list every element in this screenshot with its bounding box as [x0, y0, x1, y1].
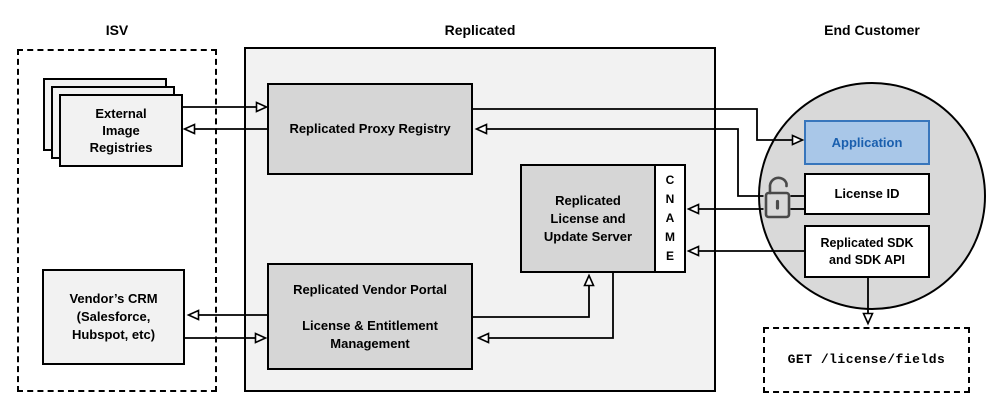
replicated-sdk-node: Replicated SDK and SDK API: [804, 225, 930, 278]
replicated-section-label: Replicated: [444, 22, 516, 38]
application-node: Application: [804, 120, 930, 165]
external-registries-node: External Image Registries: [59, 94, 183, 167]
vendor-portal-node: Replicated Vendor Portal License & Entit…: [267, 263, 473, 370]
license-update-server-node: Replicated License and Update Server: [520, 164, 656, 273]
proxy-registry-node: Replicated Proxy Registry: [267, 83, 473, 175]
end-customer-section-label: End Customer: [824, 22, 920, 38]
isv-container: [17, 49, 217, 392]
isv-section-label: ISV: [105, 22, 129, 38]
cname-node: C N A M E: [654, 164, 686, 273]
vendor-crm-node: Vendor’s CRM (Salesforce, Hubspot, etc): [42, 269, 185, 365]
license-id-node: License ID: [804, 173, 930, 215]
api-request-node: GET /license/fields: [763, 327, 970, 393]
